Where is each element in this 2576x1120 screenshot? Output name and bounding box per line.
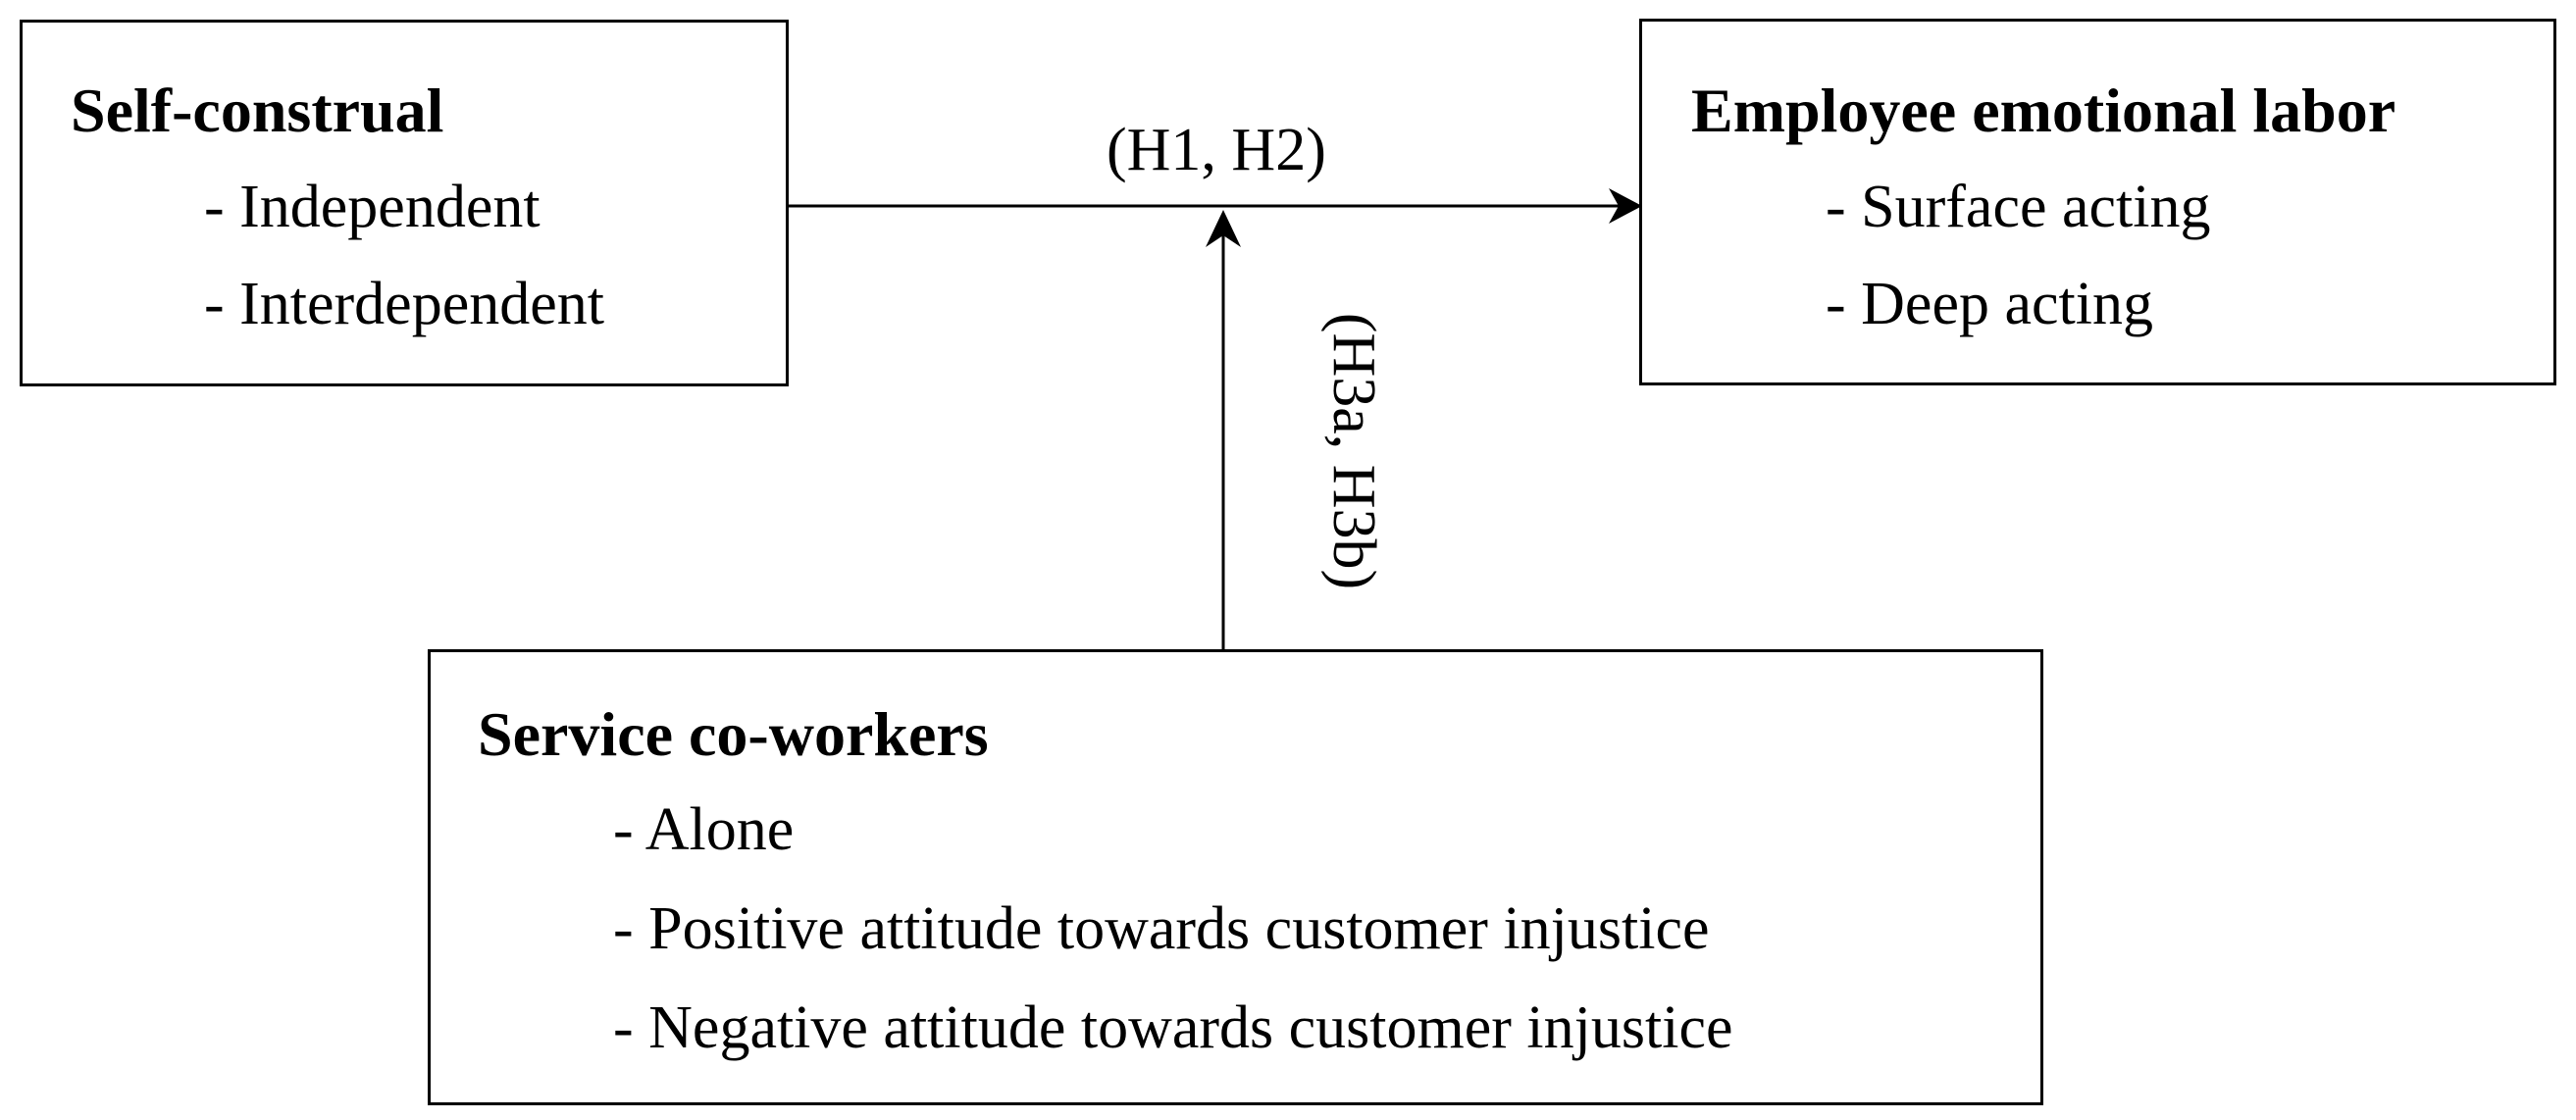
service-coworkers-box: Service co-workers - Alone - Positive at… xyxy=(428,649,2043,1105)
main-effect-label: (H1, H2) xyxy=(1107,117,1326,183)
moderation-arrowhead xyxy=(1206,210,1241,247)
main-effect-arrowhead xyxy=(1609,188,1642,224)
service-coworkers-title: Service co-workers xyxy=(478,699,989,769)
emotional-labor-box: Employee emotional labor - Surface actin… xyxy=(1639,19,2556,385)
emotional-labor-title: Employee emotional labor xyxy=(1691,76,2396,145)
service-coworkers-item-negative: - Negative attitude towards customer inj… xyxy=(613,994,1733,1061)
emotional-labor-item-deep-acting: - Deep acting xyxy=(1826,271,2153,337)
self-construal-item-independent: - Independent xyxy=(204,174,541,240)
emotional-labor-item-surface-acting: - Surface acting xyxy=(1826,174,2211,240)
self-construal-title: Self-construal xyxy=(71,76,444,145)
service-coworkers-item-positive: - Positive attitude towards customer inj… xyxy=(613,895,1710,962)
self-construal-item-interdependent: - Interdependent xyxy=(204,271,604,337)
service-coworkers-item-alone: - Alone xyxy=(613,796,795,863)
self-construal-box: Self-construal - Independent - Interdepe… xyxy=(20,20,789,386)
moderation-label: (H3a, H3b) xyxy=(1320,312,1387,590)
